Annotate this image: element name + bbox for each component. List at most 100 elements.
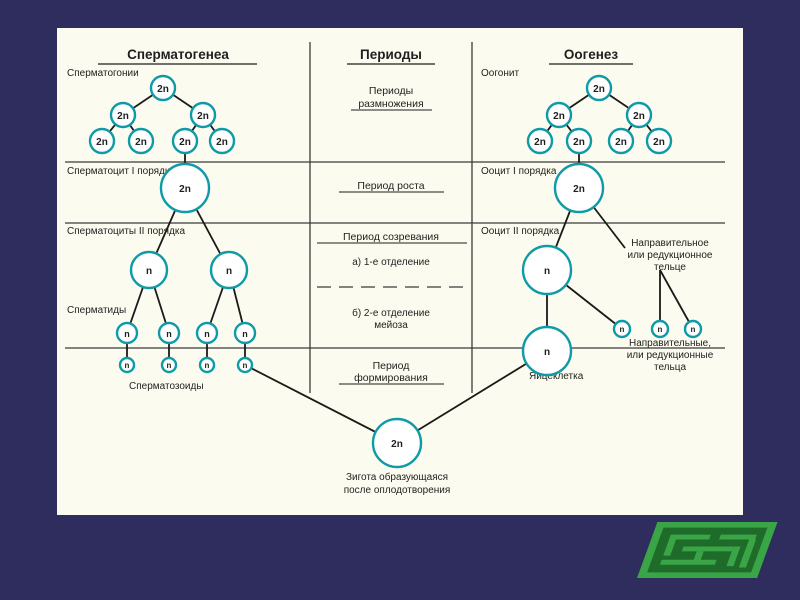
cell-polar-body: n — [612, 319, 632, 339]
cell-ploidy: n — [544, 266, 550, 277]
cell-oocyte-2: n — [521, 244, 573, 296]
cell-ploidy: n — [658, 325, 663, 334]
line-to-zygote-left — [244, 364, 398, 444]
cell-ploidy: n — [226, 266, 232, 277]
cell-egg: n — [521, 325, 573, 377]
cell-ploidy: 2n — [216, 137, 228, 148]
cell-spermatocyte-2: n — [129, 250, 169, 290]
cell-circle — [127, 127, 155, 155]
maze-wall — [669, 534, 711, 540]
cell-circle — [607, 127, 635, 155]
cell-circle — [521, 244, 573, 296]
period-growth: Период роста — [357, 180, 424, 192]
cell-ploidy: 2n — [179, 184, 191, 195]
label-polar-body-1-line1: Направительное — [631, 238, 709, 249]
cell-ploidy: n — [124, 329, 130, 339]
cell-circle — [645, 127, 673, 155]
cell-circle — [189, 101, 217, 129]
period-division2-line1: б) 2-е отделение — [352, 307, 430, 319]
cell-ploidy: 2n — [534, 137, 546, 148]
grid-lines — [65, 42, 725, 393]
cell-circle — [625, 101, 653, 129]
cell-circle — [208, 127, 236, 155]
cell-oogonium: 2n — [526, 127, 554, 155]
cell-circle — [545, 101, 573, 129]
cell-spermatogonium: 2n — [127, 127, 155, 155]
cell-circle — [129, 250, 169, 290]
header-periods: Периоды — [360, 47, 422, 62]
cell-spermatid: n — [233, 321, 257, 345]
cell-circle — [683, 319, 703, 339]
cell-ploidy: n — [691, 325, 696, 334]
cell-ploidy: 2n — [553, 111, 565, 122]
cell-ploidy: 2n — [615, 137, 627, 148]
cells: 2n 2n 2n 2n 2n 2n 2n 2n n n n n n n n n … — [88, 74, 703, 469]
label-polar-bodies-2-line3: тельца — [654, 362, 686, 373]
period-division1: а) 1-е отделение — [352, 257, 430, 268]
cell-polar-body: n — [683, 319, 703, 339]
maze-wall — [655, 521, 778, 528]
cell-oogonium: 2n — [607, 127, 635, 155]
cell-ploidy: 2n — [573, 137, 585, 148]
cell-oogonium: 2n — [565, 127, 593, 155]
cell-spermatogonium: 2n — [171, 127, 199, 155]
period-reproduction: Периоды размножения — [351, 85, 432, 111]
label-oocyte-1: Ооцит I порядка — [481, 166, 557, 177]
cell-oogonium: 2n — [645, 127, 673, 155]
cell-circle — [612, 319, 632, 339]
cell-circle — [109, 101, 137, 129]
cell-spermatocyte-2: n — [209, 250, 249, 290]
cell-circle — [160, 356, 178, 374]
maze-wall — [726, 546, 741, 567]
cell-zygote: 2n — [371, 417, 423, 469]
cell-oogonium: 2n — [625, 101, 653, 129]
label-oocyte-2: Ооцит II порядка — [481, 226, 560, 237]
label-oogonium: Оогонит — [481, 68, 519, 79]
cell-spermatogonium: 2n — [208, 127, 236, 155]
maze-wall — [663, 534, 678, 556]
cell-spermatocyte-1: 2n — [159, 162, 211, 214]
period-division2-line2: мейоза — [374, 320, 408, 331]
cell-circle — [118, 356, 136, 374]
cell-circle — [650, 319, 670, 339]
label-spermatocyte-1: Сперматоцит I порядка — [67, 166, 176, 177]
label-polar-body-1-line2: или редукционное — [628, 250, 713, 261]
line — [659, 269, 694, 330]
cell-circle — [209, 250, 249, 290]
label-polar-bodies-2-line2: или редукционные — [627, 350, 714, 361]
cell-circle — [171, 127, 199, 155]
cell-circle — [198, 356, 216, 374]
cell-spermatozoon: n — [118, 356, 136, 374]
label-spermatozoa: Сперматозоиды — [129, 381, 204, 392]
label-spermatocytes-2: Сперматоциты II порядка — [67, 226, 185, 237]
maze-wall — [693, 551, 704, 562]
period-reproduction-line1: Периоды — [369, 85, 413, 97]
zygote-caption-line2: после оплодотворения — [344, 485, 451, 496]
cell-polar-body: n — [650, 319, 670, 339]
cell-ploidy: 2n — [117, 111, 129, 122]
cell-spermatogonium: 2n — [189, 101, 217, 129]
cell-circle — [115, 321, 139, 345]
cell-circle — [371, 417, 423, 469]
period-reproduction-line2: размножения — [358, 98, 423, 110]
maze-wall — [738, 539, 757, 568]
cell-spermatid: n — [157, 321, 181, 345]
cell-ploidy: n — [146, 266, 152, 277]
cell-circle — [553, 162, 605, 214]
cell-circle — [236, 356, 254, 374]
cell-ploidy: n — [166, 329, 172, 339]
cell-ploidy: n — [620, 325, 625, 334]
label-spermatogonia: Сперматогонии — [67, 68, 139, 79]
cell-oocyte-1: 2n — [553, 162, 605, 214]
cell-ploidy: 2n — [633, 111, 645, 122]
cell-ploidy: 2n — [135, 137, 147, 148]
cell-ploidy: n — [204, 329, 210, 339]
cell-ploidy: 2n — [179, 137, 191, 148]
cell-circle — [149, 74, 177, 102]
label-spermatids: Сперматиды — [67, 305, 126, 316]
maze-wall — [719, 534, 757, 540]
zygote-caption-line1: Зигота образующаяся — [346, 471, 448, 483]
cell-ploidy: n — [544, 347, 550, 358]
gametogenesis-diagram: Сперматогенеа Периоды Оогенез Периоды ра… — [65, 42, 725, 496]
cell-circle — [159, 162, 211, 214]
